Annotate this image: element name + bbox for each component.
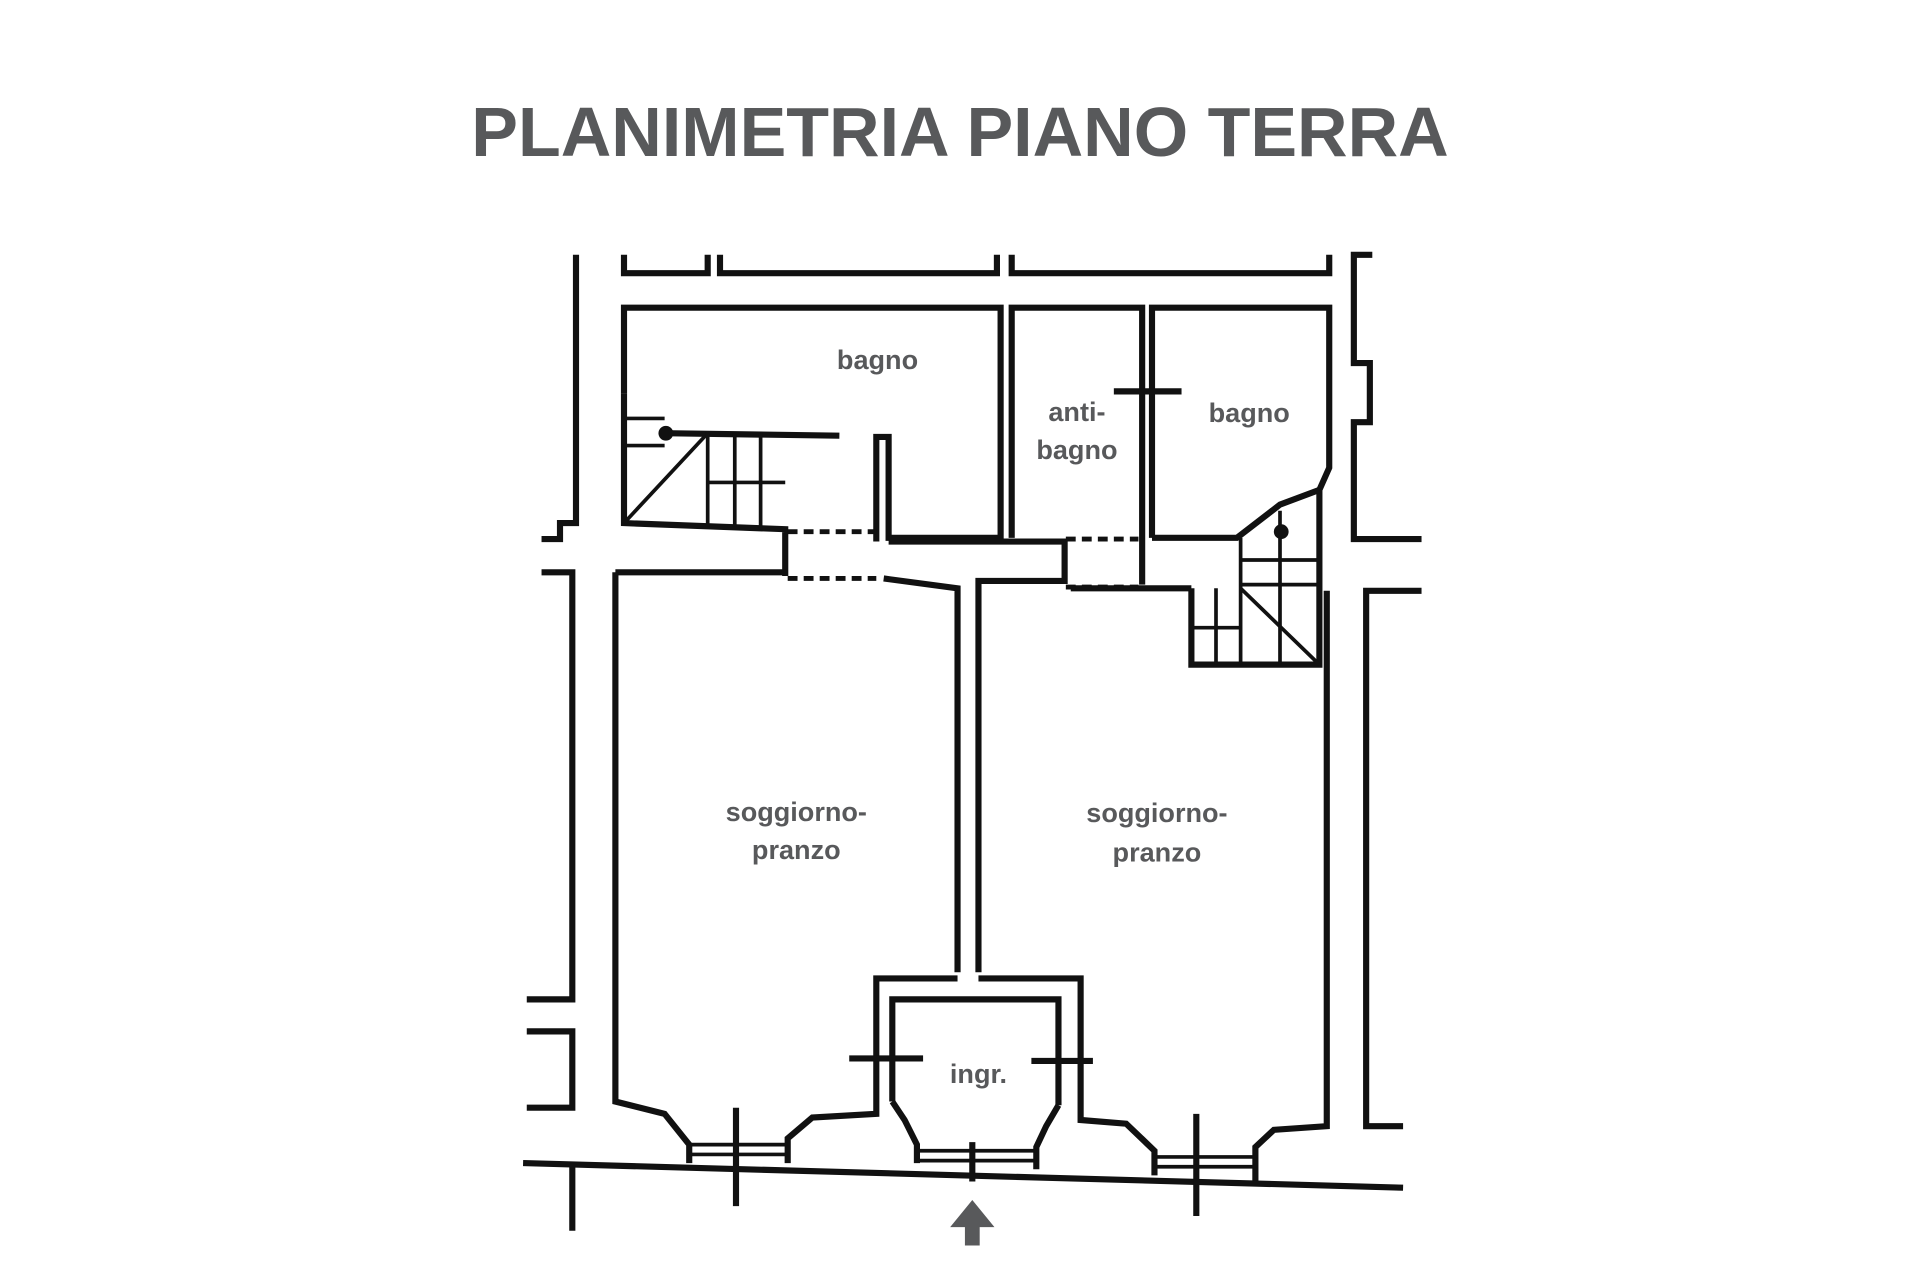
label-soggiorno-right-2: pranzo xyxy=(1113,837,1202,868)
windows xyxy=(689,1142,1256,1169)
door-openings xyxy=(787,388,1182,1064)
plan-title: PLANIMETRIA PIANO TERRA xyxy=(471,93,1449,171)
label-soggiorno-right-1: soggiorno- xyxy=(1086,797,1227,828)
label-antibagno-2: bagno xyxy=(1036,434,1117,465)
staircase-left xyxy=(622,416,840,530)
label-ingresso: ingr. xyxy=(950,1058,1007,1089)
label-soggiorno-left-2: pranzo xyxy=(752,834,841,865)
entrance-arrow-icon xyxy=(950,1200,995,1246)
label-bagno-right: bagno xyxy=(1209,397,1290,428)
room-labels: bagno anti- bagno bagno soggiorno- pranz… xyxy=(726,344,1290,1089)
label-antibagno-1: anti- xyxy=(1048,396,1105,427)
label-soggiorno-left-1: soggiorno- xyxy=(726,796,867,827)
staircase-right xyxy=(1191,510,1321,666)
label-bagno-left: bagno xyxy=(837,344,918,375)
